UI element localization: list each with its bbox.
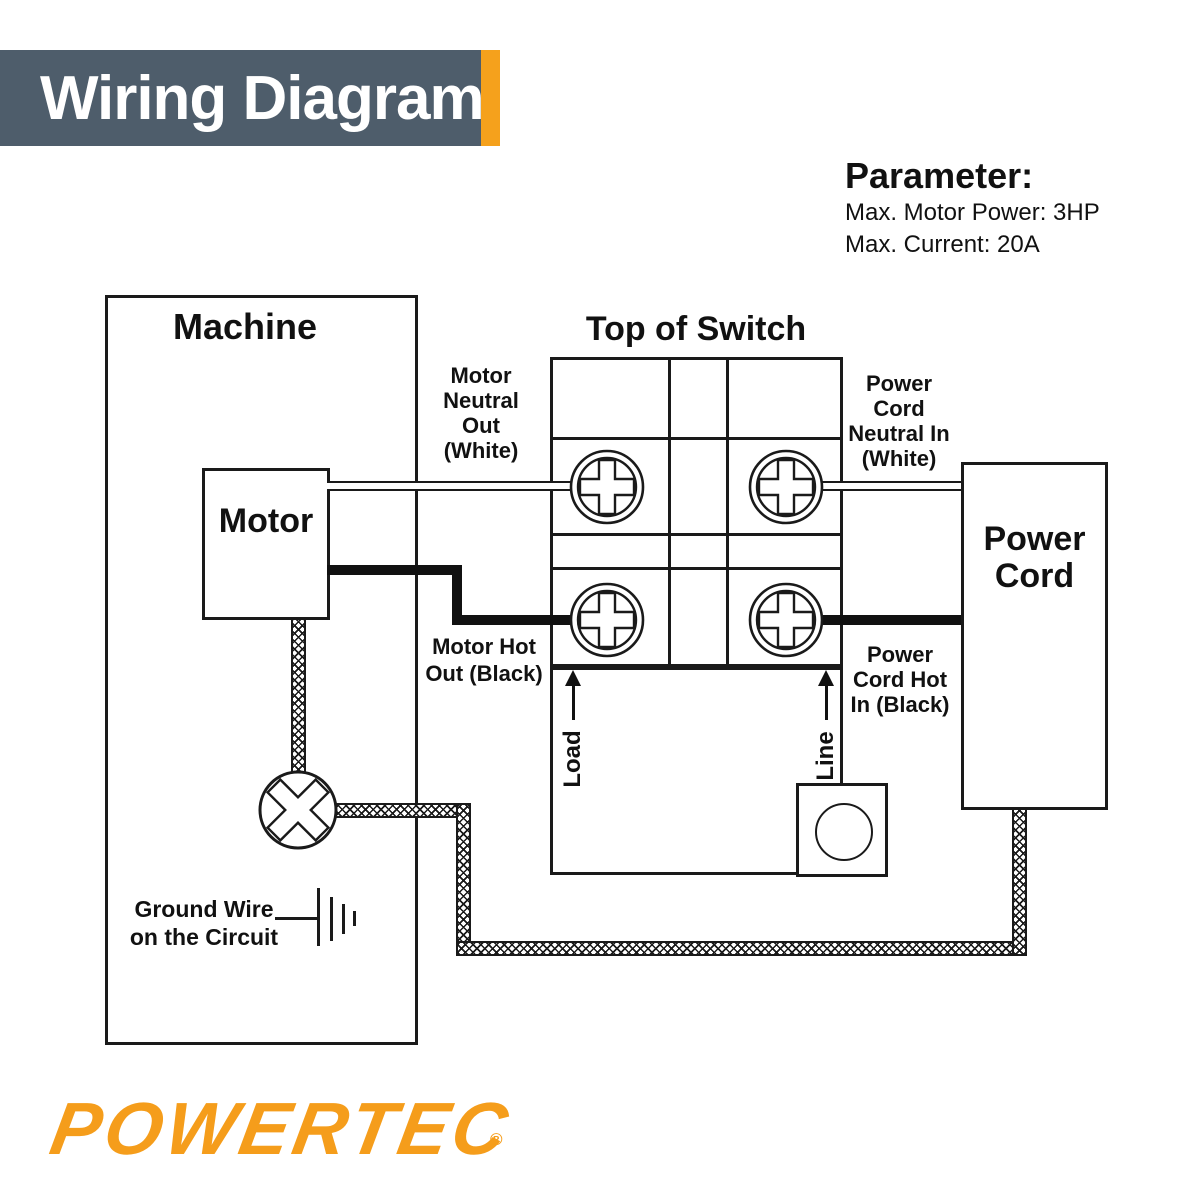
ground-wire-left-drop	[456, 803, 471, 956]
label-line: (White)	[443, 438, 519, 463]
label-line: (White)	[861, 446, 937, 471]
earth-ground-icon-bar3	[342, 904, 345, 934]
power-cord-neutral-label: Power Cord Neutral In (White)	[843, 371, 955, 471]
machine-box	[105, 295, 418, 1045]
switch-divider-h2	[550, 533, 843, 536]
power-cord-label: Power Cord	[961, 521, 1108, 595]
power-cord-hot-label: Power Cord Hot In (Black)	[843, 642, 957, 717]
ground-wire-motor-drop	[291, 617, 306, 775]
header-accent-bar	[481, 50, 500, 146]
ground-wire-powercord-drop	[1012, 808, 1027, 956]
motor-box	[202, 468, 330, 620]
label-line: Out (Black)	[425, 661, 543, 686]
label-line: Motor Hot	[432, 634, 536, 659]
label-line: Out	[462, 413, 500, 438]
earth-ground-icon-lead	[275, 917, 318, 920]
header-bar: Wiring Diagram	[0, 50, 485, 146]
motor-hot-label: Motor Hot Out (Black)	[405, 633, 563, 687]
ground-wire-label: Ground Wire on the Circuit	[119, 895, 289, 951]
parameter-title: Parameter:	[845, 155, 1034, 196]
power-cord-hot-wire	[816, 615, 964, 625]
page-title: Wiring Diagram	[40, 63, 485, 133]
machine-label: Machine	[172, 306, 318, 347]
power-cord-label-line1: Power	[983, 520, 1086, 558]
registered-trademark-icon: ®	[490, 1130, 503, 1149]
label-line: Ground Wire	[134, 896, 274, 922]
switch-lamp-box	[796, 783, 888, 877]
label-line: Power	[866, 642, 934, 667]
power-cord-label-line2: Cord	[994, 557, 1075, 595]
switch-divider-v1	[668, 357, 671, 667]
screw-terminal-icon-line-hot	[748, 582, 824, 658]
label-line: Motor	[450, 363, 512, 388]
screw-terminal-icon-load-neutral	[569, 449, 645, 525]
load-arrow-icon	[565, 670, 581, 686]
motor-label: Motor	[218, 502, 314, 540]
motor-hot-wire-b	[452, 565, 462, 625]
earth-ground-icon-bar4	[353, 911, 356, 926]
screw-terminal-icon-load-hot	[569, 582, 645, 658]
motor-hot-wire-a	[327, 565, 462, 575]
ground-wire-horizontal	[330, 803, 471, 818]
parameter-motor-power: Max. Motor Power: 3HP	[845, 199, 1100, 226]
label-line: In (Black)	[850, 692, 950, 717]
switch-divider-h3	[550, 567, 843, 570]
parameter-max-current: Max. Current: 20A	[845, 231, 1040, 258]
screw-terminal-icon-line-neutral	[748, 449, 824, 525]
label-line: Power	[865, 371, 933, 396]
label-line: on the Circuit	[129, 924, 279, 950]
motor-hot-wire-c	[452, 615, 577, 625]
switch-divider-v2	[726, 357, 729, 667]
label-line: Cord	[873, 396, 925, 421]
switch-divider-h1	[550, 437, 843, 440]
switch-lower-body	[550, 667, 843, 875]
label-line: Cord Hot	[852, 667, 948, 692]
earth-ground-icon-bar1	[317, 888, 320, 946]
load-label: Load	[559, 730, 586, 788]
ground-terminal-icon	[258, 770, 338, 850]
power-cord-box	[961, 462, 1108, 810]
motor-neutral-label: Motor Neutral Out (White)	[405, 363, 557, 463]
lamp-circle-icon	[815, 803, 873, 861]
earth-ground-icon-bar2	[330, 897, 333, 941]
motor-neutral-wire	[327, 481, 577, 491]
load-arrow-line	[572, 684, 575, 720]
brand-logo: POWERTEC	[44, 1087, 518, 1170]
switch-title: Top of Switch	[585, 310, 807, 348]
line-arrow-line	[825, 684, 828, 720]
line-arrow-icon	[818, 670, 834, 686]
label-line: Neutral	[443, 388, 519, 413]
ground-wire-bottom-run	[456, 941, 1027, 956]
power-cord-neutral-wire	[816, 481, 964, 491]
label-line: Neutral In	[848, 421, 950, 446]
